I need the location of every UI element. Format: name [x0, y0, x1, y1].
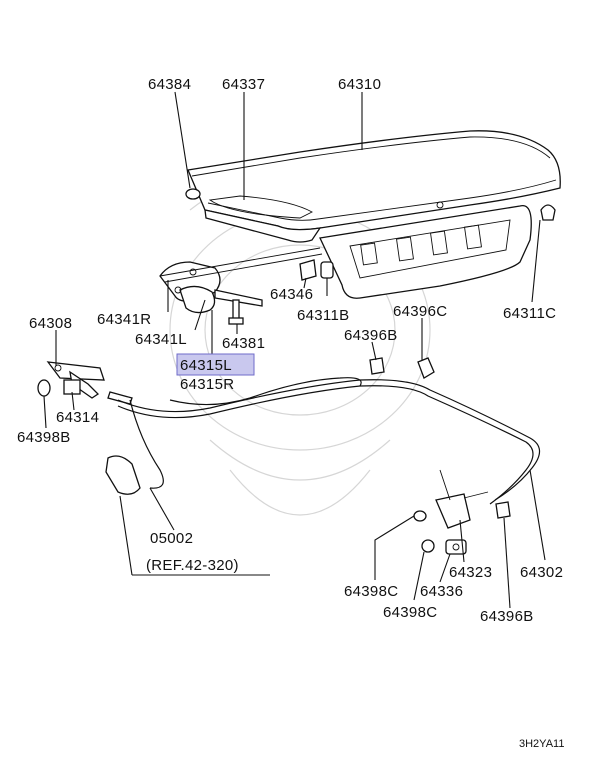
label-64384[interactable]: 64384 — [148, 76, 191, 93]
label-64341R[interactable]: 64341R — [97, 311, 151, 328]
fuel-lid-cable-05002[interactable] — [129, 399, 164, 489]
clip-64396C[interactable] — [417, 357, 435, 379]
bushing-64398B[interactable] — [37, 379, 51, 397]
label-64310[interactable]: 64310 — [338, 76, 381, 93]
label-64323[interactable]: 64323 — [449, 564, 492, 581]
leader-lines — [43, 91, 546, 609]
label-64346[interactable]: 64346 — [270, 286, 313, 303]
label-64398C-b[interactable]: 64398C — [383, 604, 437, 621]
label-64315L[interactable]: 64315L — [180, 357, 232, 374]
label-64398B[interactable]: 64398B — [17, 429, 71, 446]
label-64396B-top[interactable]: 64396B — [344, 327, 398, 344]
label-05002[interactable]: 05002 — [150, 530, 193, 547]
fuel-lid-door[interactable] — [105, 455, 141, 495]
bushing-64398C-upper[interactable] — [413, 510, 427, 522]
label-64311C[interactable]: 64311C — [503, 305, 556, 322]
label-64302[interactable]: 64302 — [520, 564, 563, 581]
label-64314[interactable]: 64314 — [56, 409, 99, 426]
diagram-code: 3H2YA11 — [519, 738, 564, 750]
striker-64336[interactable] — [445, 539, 467, 555]
bumper-64311B[interactable] — [320, 261, 334, 279]
bushing-64398C-lower[interactable] — [421, 539, 435, 553]
label-64341L[interactable]: 64341L — [135, 331, 187, 348]
label-ref[interactable]: (REF.42-320) — [146, 557, 239, 574]
clip-64346[interactable] — [299, 259, 317, 281]
clip-64396B-bottom[interactable] — [495, 501, 511, 519]
part-labels: 64384 64337 64310 64341R 64341L 64346 64… — [17, 76, 564, 750]
label-64311B[interactable]: 64311B — [297, 307, 349, 324]
highlight-box — [176, 353, 255, 376]
label-64381[interactable]: 64381 — [222, 335, 265, 352]
bolt-64381[interactable] — [228, 299, 244, 325]
label-64336[interactable]: 64336 — [420, 583, 463, 600]
bumper-64311C[interactable] — [540, 204, 556, 221]
hinge-assembly[interactable] — [159, 247, 323, 314]
cover-64314[interactable] — [63, 379, 81, 395]
label-64337[interactable]: 64337 — [222, 76, 265, 93]
release-cable-64315[interactable] — [117, 377, 541, 505]
label-64398C-a[interactable]: 64398C — [344, 583, 398, 600]
clip-64396B-top[interactable] — [369, 357, 385, 375]
label-64315R[interactable]: 64315R — [180, 376, 234, 393]
latch-64323[interactable] — [435, 469, 489, 529]
label-64308[interactable]: 64308 — [29, 315, 72, 332]
cable-end-left[interactable] — [107, 391, 133, 405]
trunk-lid[interactable] — [187, 130, 561, 299]
label-64396B-bottom[interactable]: 64396B — [480, 608, 534, 625]
label-64396C[interactable]: 64396C — [393, 303, 447, 320]
rubber-stop-64384[interactable] — [185, 188, 201, 200]
handle-64308[interactable] — [46, 361, 105, 399]
